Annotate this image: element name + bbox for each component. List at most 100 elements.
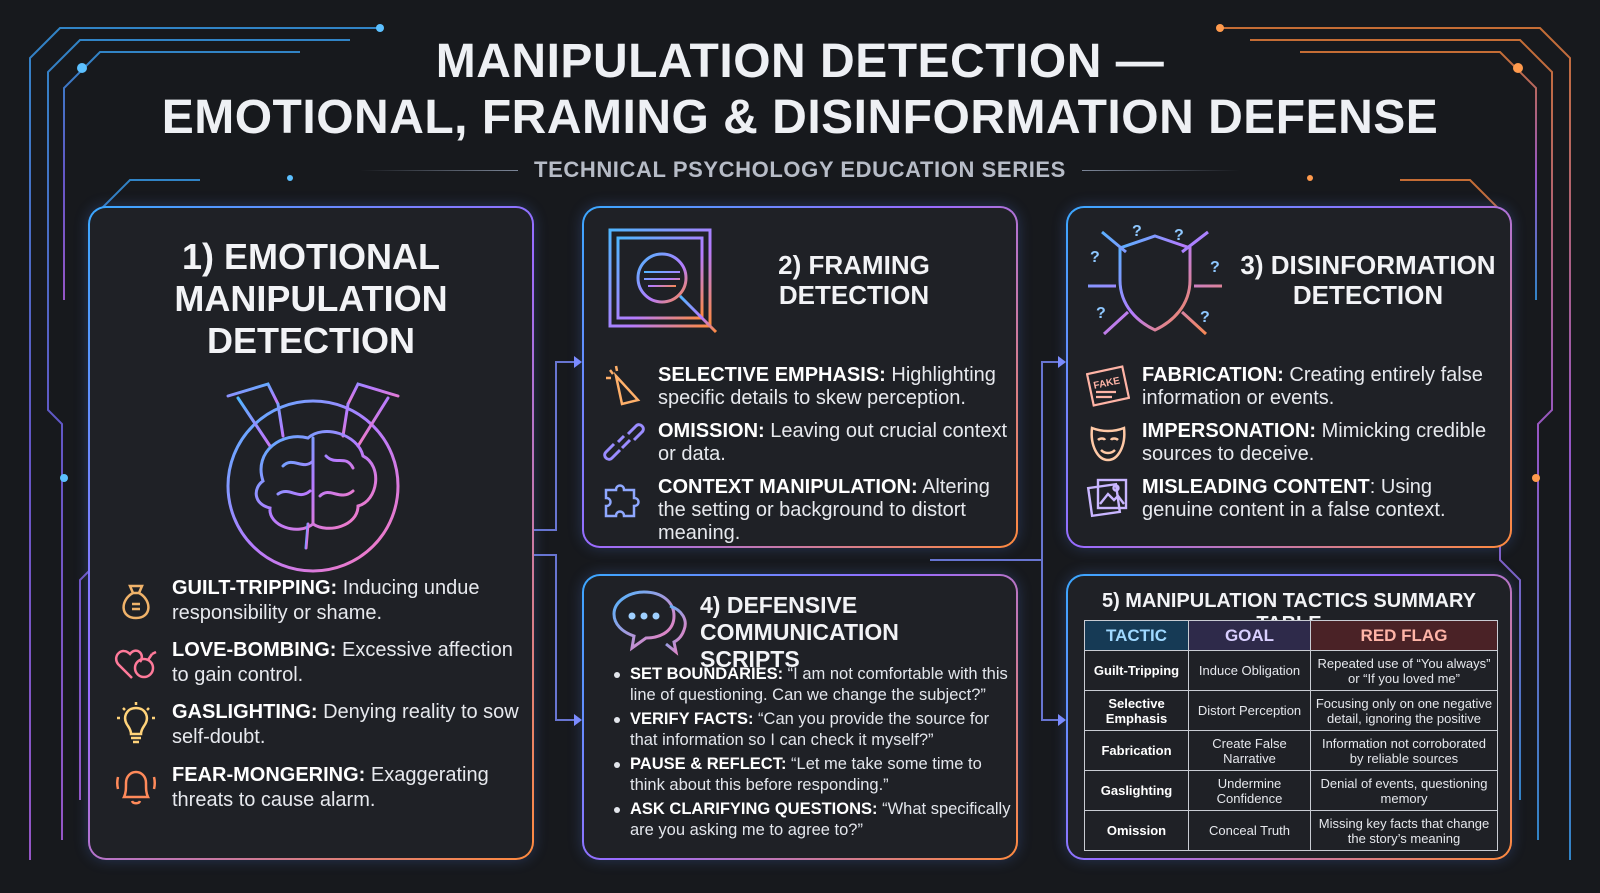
- lightbulb-icon: [117, 702, 155, 744]
- shield-question-icon: ??????: [1088, 223, 1222, 336]
- chat-bubbles-icon: [612, 590, 687, 656]
- panel3-title: 3) DISINFORMATION DETECTION: [1228, 250, 1508, 310]
- guilt-tripping-desc: Inducing undue responsibility or shame.: [172, 577, 480, 624]
- table-row: Omission Conceal Truth Missing key facts…: [1084, 810, 1498, 851]
- omission-item: OMISSION: Leaving out crucial context or…: [602, 420, 1012, 466]
- table-cell: Fabrication: [1084, 730, 1189, 771]
- page-title-line1: MANIPULATION DETECTION —: [435, 35, 1165, 88]
- fear-mongering-desc: Exaggerating threats to cause alarm.: [172, 764, 489, 811]
- defensive-scripts-panel: 4) DEFENSIVE COMMUNICATION SCRIPTS SET B…: [582, 574, 1018, 860]
- fake-badge: FAKE: [1093, 375, 1122, 391]
- table-cell: Distort Perception: [1188, 690, 1311, 731]
- table-cell: Induce Obligation: [1188, 650, 1311, 691]
- panel1-title: 1) EMOTIONAL MANIPULATION DETECTION: [90, 236, 532, 362]
- selective-emphasis-item: SELECTIVE EMPHASIS: Highlighting specifi…: [602, 364, 1012, 410]
- svg-text:?: ?: [1200, 309, 1210, 326]
- heart-bomb-icon: [114, 649, 157, 679]
- selective-emphasis-desc: Highlighting specific details to skew pe…: [658, 364, 996, 409]
- spotlight-icon: [606, 365, 641, 406]
- photos-icon: [1086, 478, 1128, 518]
- magnifier-document-icon: [608, 228, 718, 334]
- misleading-content-term: MISLEADING CONTENT: [1142, 476, 1370, 498]
- broken-link-icon: [603, 423, 645, 461]
- fake-newspaper-icon: FAKE: [1086, 365, 1130, 407]
- panel3-title-line1: 3) DISINFORMATION: [1240, 250, 1496, 280]
- table-cell: Guilt-Tripping: [1084, 650, 1189, 691]
- table-row: Guilt-Tripping Induce Obligation Repeate…: [1084, 650, 1498, 691]
- panel1-title-line3: DETECTION: [206, 320, 415, 361]
- panel2-title-line1: 2) FRAMING: [778, 250, 930, 280]
- guilt-tripping-item: GUILT-TRIPPING: Inducing undue responsib…: [112, 576, 522, 626]
- script-set-boundaries: SET BOUNDARIES: “I am not comfortable wi…: [612, 664, 1012, 706]
- panel4-title-line2: COMMUNICATION SCRIPTS: [700, 619, 899, 672]
- selective-emphasis-term: SELECTIVE EMPHASIS:: [658, 364, 886, 386]
- context-manipulation-term: CONTEXT MANIPULATION:: [658, 476, 918, 498]
- table-row: Gaslighting Undermine Confidence Denial …: [1084, 770, 1498, 811]
- svg-text:?: ?: [1174, 227, 1184, 244]
- context-manipulation-item: CONTEXT MANIPULATION: Altering the setti…: [602, 476, 1012, 545]
- emotional-manipulation-panel: 1) EMOTIONAL MANIPULATION DETECTION GUIL…: [88, 206, 534, 860]
- impersonation-desc: Mimicking credible sources to deceive.: [1142, 420, 1487, 465]
- table-cell: Missing key facts that change the story’…: [1310, 810, 1498, 851]
- table-cell: Information not corroborated by reliable…: [1310, 730, 1498, 771]
- table-cell: Omission: [1084, 810, 1189, 851]
- subtitle-rule-left: [360, 169, 519, 171]
- panel2-title-line2: DETECTION: [778, 280, 930, 310]
- subtitle-rule-right: [1081, 169, 1240, 171]
- gaslighting-desc: Denying reality to sow self-doubt.: [172, 701, 519, 748]
- love-bombing-term: LOVE-BOMBING:: [172, 639, 337, 661]
- script-text: “Can you provide the source for that inf…: [630, 710, 990, 749]
- panel1-title-line2: MANIPULATION: [174, 278, 448, 319]
- table-cell: Create False Narrative: [1188, 730, 1311, 771]
- fabrication-term: FABRICATION:: [1142, 364, 1284, 386]
- svg-text:?: ?: [1090, 249, 1100, 266]
- brain-puppet-icon: [226, 382, 400, 573]
- script-pause-reflect: PAUSE & REFLECT: “Let me take some time …: [612, 754, 1012, 796]
- svg-text:?: ?: [1132, 223, 1142, 240]
- panel4-title: 4) DEFENSIVE COMMUNICATION SCRIPTS: [700, 592, 1000, 673]
- table-cell: Repeated use of “You always” or “If you …: [1310, 650, 1498, 691]
- script-text: “I am not comfortable with this line of …: [630, 665, 1008, 704]
- table-header-row: TACTIC GOAL RED FLAG: [1084, 620, 1498, 651]
- script-text: “What specifically are you asking me to …: [630, 800, 1011, 839]
- misleading-content-item: MISLEADING CONTENT: Using genuine conten…: [1086, 476, 1496, 522]
- panel4-title-line1: 4) DEFENSIVE: [700, 592, 858, 618]
- love-bombing-desc: Excessive affection to gain control.: [172, 639, 513, 686]
- table-cell: Focusing only on one negative detail, ig…: [1310, 690, 1498, 731]
- framing-detection-panel: 2) FRAMING DETECTION SELECTIVE EMPHASIS:…: [582, 206, 1018, 548]
- script-term: SET BOUNDARIES:: [630, 665, 784, 683]
- page-title-line2: EMOTIONAL, FRAMING & DISINFORMATION DEFE…: [161, 91, 1439, 144]
- table-row: Fabrication Create False Narrative Infor…: [1084, 730, 1498, 771]
- fabrication-desc: Creating entirely false information or e…: [1142, 364, 1483, 409]
- love-bombing-item: LOVE-BOMBING: Excessive affection to gai…: [112, 638, 522, 688]
- script-term: VERIFY FACTS:: [630, 710, 754, 728]
- svg-text:?: ?: [1210, 259, 1220, 276]
- subtitle-row: TECHNICAL PSYCHOLOGY EDUCATION SERIES: [360, 155, 1240, 185]
- disinformation-detection-panel: ?????? 3) DISINFORMATION DETECTION FAKE …: [1066, 206, 1512, 548]
- table-cell: Conceal Truth: [1188, 810, 1311, 851]
- gaslighting-item: GASLIGHTING: Denying reality to sow self…: [112, 700, 522, 750]
- misleading-content-desc: : Using genuine content in a false conte…: [1142, 476, 1446, 521]
- summary-table-panel: 5) MANIPULATION TACTICS SUMMARY TABLE TA…: [1066, 574, 1512, 860]
- svg-text:?: ?: [1096, 305, 1106, 322]
- panel3-title-line2: DETECTION: [1292, 280, 1444, 310]
- table-cell: Selective Emphasis: [1084, 690, 1189, 731]
- column-header-tactic: TACTIC: [1084, 620, 1189, 651]
- guilt-tripping-term: GUILT-TRIPPING:: [172, 577, 338, 599]
- money-bag-icon: [122, 584, 150, 620]
- impersonation-item: IMPERSONATION: Mimicking credible source…: [1086, 420, 1496, 466]
- script-text: “Let me take some time to think about th…: [630, 755, 982, 794]
- table-cell: Undermine Confidence: [1188, 770, 1311, 811]
- summary-table: TACTIC GOAL RED FLAG Guilt-Tripping Indu…: [1084, 620, 1498, 851]
- script-ask-questions: ASK CLARIFYING QUESTIONS: “What specific…: [612, 799, 1012, 841]
- script-verify-facts: VERIFY FACTS: “Can you provide the sourc…: [612, 709, 1012, 751]
- page-subtitle: TECHNICAL PSYCHOLOGY EDUCATION SERIES: [534, 157, 1066, 182]
- script-term: ASK CLARIFYING QUESTIONS:: [630, 800, 878, 818]
- script-list: SET BOUNDARIES: “I am not comfortable wi…: [612, 664, 1012, 844]
- panel2-title: 2) FRAMING DETECTION: [724, 250, 984, 310]
- mask-icon: [1090, 426, 1126, 462]
- column-header-goal: GOAL: [1188, 620, 1311, 651]
- omission-term: OMISSION:: [658, 420, 765, 442]
- table-cell: Denial of events, questioning memory: [1310, 770, 1498, 811]
- alarm-bell-icon: [116, 770, 156, 805]
